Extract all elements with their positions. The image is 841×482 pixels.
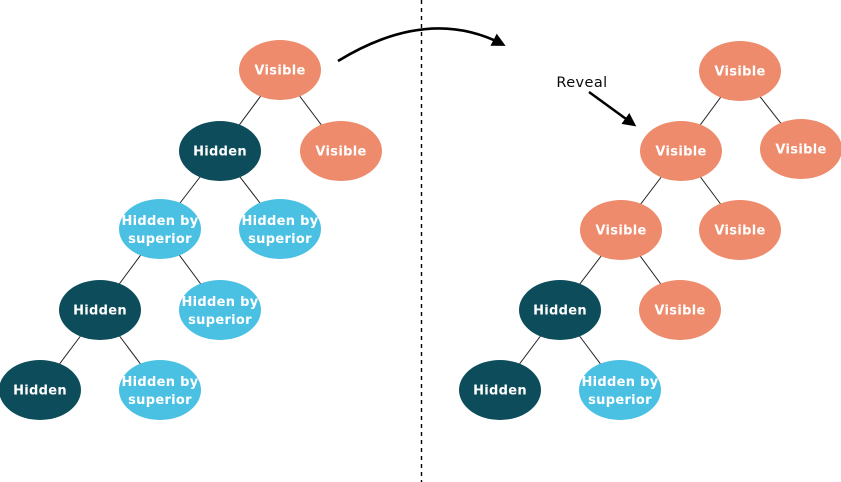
tree-node-visible: Visible xyxy=(640,121,722,181)
tree-node-hidden: Hidden xyxy=(59,280,141,340)
node-label: Hidden xyxy=(473,384,527,399)
node-label: Visible xyxy=(714,65,765,80)
node-ellipse xyxy=(640,121,722,181)
node-label: Visible xyxy=(595,224,646,239)
node-label: Hidden xyxy=(13,384,67,399)
node-ellipse xyxy=(580,200,662,260)
node-ellipse xyxy=(59,280,141,340)
node-ellipse xyxy=(639,280,721,340)
node-ellipse xyxy=(300,121,382,181)
tree-node-hidden: Hidden xyxy=(519,280,601,340)
tree-node-visible: Visible xyxy=(760,119,841,179)
transform-arrow xyxy=(337,27,506,63)
node-ellipse xyxy=(179,280,261,340)
node-ellipse xyxy=(519,280,601,340)
tree-node-visible: Visible xyxy=(699,41,781,101)
node-label: Visible xyxy=(254,64,305,79)
reveal-label: Reveal xyxy=(556,75,607,91)
node-ellipse xyxy=(119,199,201,259)
node-label: Hidden xyxy=(193,145,247,160)
tree-node-hidden: Hidden xyxy=(179,121,261,181)
tree-node-hidden: Hidden xyxy=(0,360,81,420)
tree-node-visible: Visible xyxy=(699,200,781,260)
tree-node-visible: Visible xyxy=(639,280,721,340)
node-label: Visible xyxy=(775,143,826,158)
tree-node-visible: Visible xyxy=(239,40,321,100)
node-label: Hidden xyxy=(533,304,587,319)
node-label: Visible xyxy=(714,224,765,239)
tree-node-hidden: Hidden xyxy=(459,360,541,420)
node-ellipse xyxy=(699,200,781,260)
node-ellipse xyxy=(579,360,661,420)
node-ellipse xyxy=(179,121,261,181)
node-ellipse xyxy=(239,40,321,100)
node-label: Hidden xyxy=(73,304,127,319)
node-ellipse xyxy=(760,119,841,179)
node-ellipse xyxy=(119,360,201,420)
reveal-arrow xyxy=(588,90,637,127)
node-ellipse xyxy=(699,41,781,101)
node-ellipse xyxy=(0,360,81,420)
tree-node-visible: Visible xyxy=(300,121,382,181)
tree-node-visible: Visible xyxy=(580,200,662,260)
node-label: Visible xyxy=(315,145,366,160)
node-ellipse xyxy=(459,360,541,420)
node-label: Visible xyxy=(655,145,706,160)
node-ellipse xyxy=(239,199,321,259)
node-label: Visible xyxy=(654,304,705,319)
